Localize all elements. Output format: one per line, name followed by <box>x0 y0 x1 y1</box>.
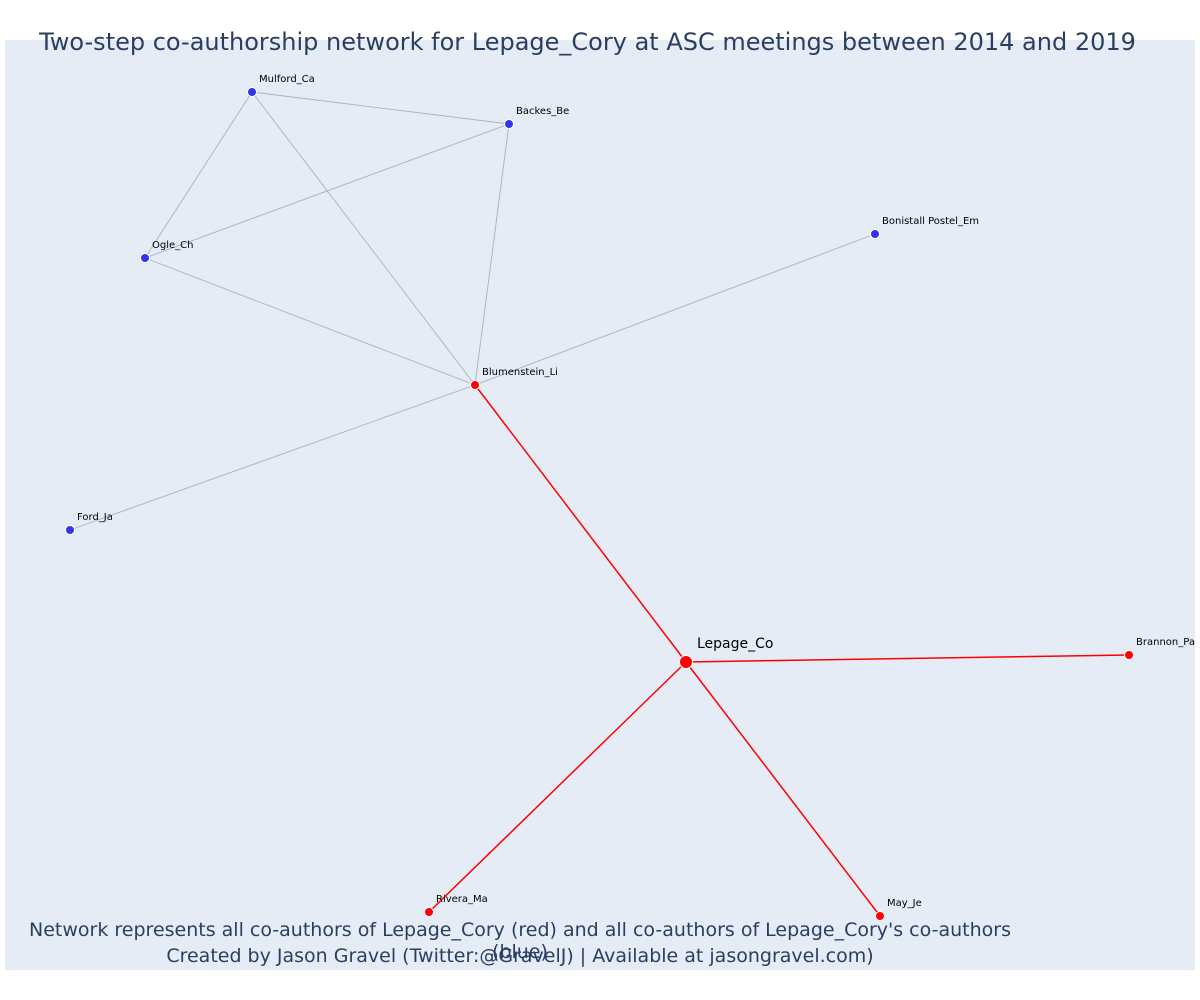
node-label-ogle-ch: Ogle_Ch <box>152 240 193 251</box>
node-label-mulford-ca: Mulford_Ca <box>259 74 315 85</box>
node-ford-ja[interactable] <box>65 525 75 535</box>
node-bonistall-postel-em[interactable] <box>870 229 880 239</box>
edge-blumenstein-li-ford-ja <box>69 384 476 531</box>
node-label-brannon-pa: Brannon_Pa <box>1136 637 1195 648</box>
node-label-lepage-co: Lepage_Co <box>697 636 773 652</box>
node-blumenstein-li[interactable] <box>470 380 480 390</box>
node-rivera-ma[interactable] <box>424 907 434 917</box>
node-label-backes-be: Backes_Be <box>516 106 569 117</box>
node-lepage-co[interactable] <box>679 655 693 669</box>
node-label-bonistall-postel-em: Bonistall Postel_Em <box>882 216 979 227</box>
edge-blumenstein-li-bonistall-postel-em <box>474 233 876 386</box>
edge-mulford-ca-ogle-ch <box>144 91 253 259</box>
edges-layer <box>69 91 1130 917</box>
edge-blumenstein-li-ogle-ch <box>144 257 476 386</box>
edge-lepage-co-brannon-pa <box>685 654 1130 663</box>
edge-lepage-co-blumenstein-li <box>474 384 687 663</box>
edge-mulford-ca-backes-be <box>251 91 510 125</box>
diagram-title: Two-step co-authorship network for Lepag… <box>39 28 1136 56</box>
node-ogle-ch[interactable] <box>140 253 150 263</box>
nodes-layer <box>65 87 1134 921</box>
node-may-je[interactable] <box>875 911 885 921</box>
footer-note: Network represents all co-authors of Lep… <box>29 919 1011 963</box>
edge-blumenstein-li-mulford-ca <box>251 91 476 386</box>
node-brannon-pa[interactable] <box>1124 650 1134 660</box>
node-label-ford-ja: Ford_Ja <box>77 512 113 523</box>
footer-credit: Created by Jason Gravel (Twitter:@Gravel… <box>166 945 874 967</box>
node-mulford-ca[interactable] <box>247 87 257 97</box>
node-label-may-je: May_Je <box>887 898 922 909</box>
node-label-rivera-ma: Rivera_Ma <box>436 894 488 905</box>
edge-lepage-co-may-je <box>685 661 881 917</box>
labels-layer: Lepage_Co Blumenstein_LiBrannon_PaRivera_… <box>77 74 1195 909</box>
edge-lepage-co-rivera-ma <box>428 661 687 913</box>
edge-blumenstein-li-backes-be <box>474 123 510 386</box>
node-label-blumenstein-li: Blumenstein_Li <box>482 367 558 378</box>
node-backes-be[interactable] <box>504 119 514 129</box>
plot-area <box>5 40 1195 970</box>
edge-backes-be-ogle-ch <box>144 123 510 259</box>
